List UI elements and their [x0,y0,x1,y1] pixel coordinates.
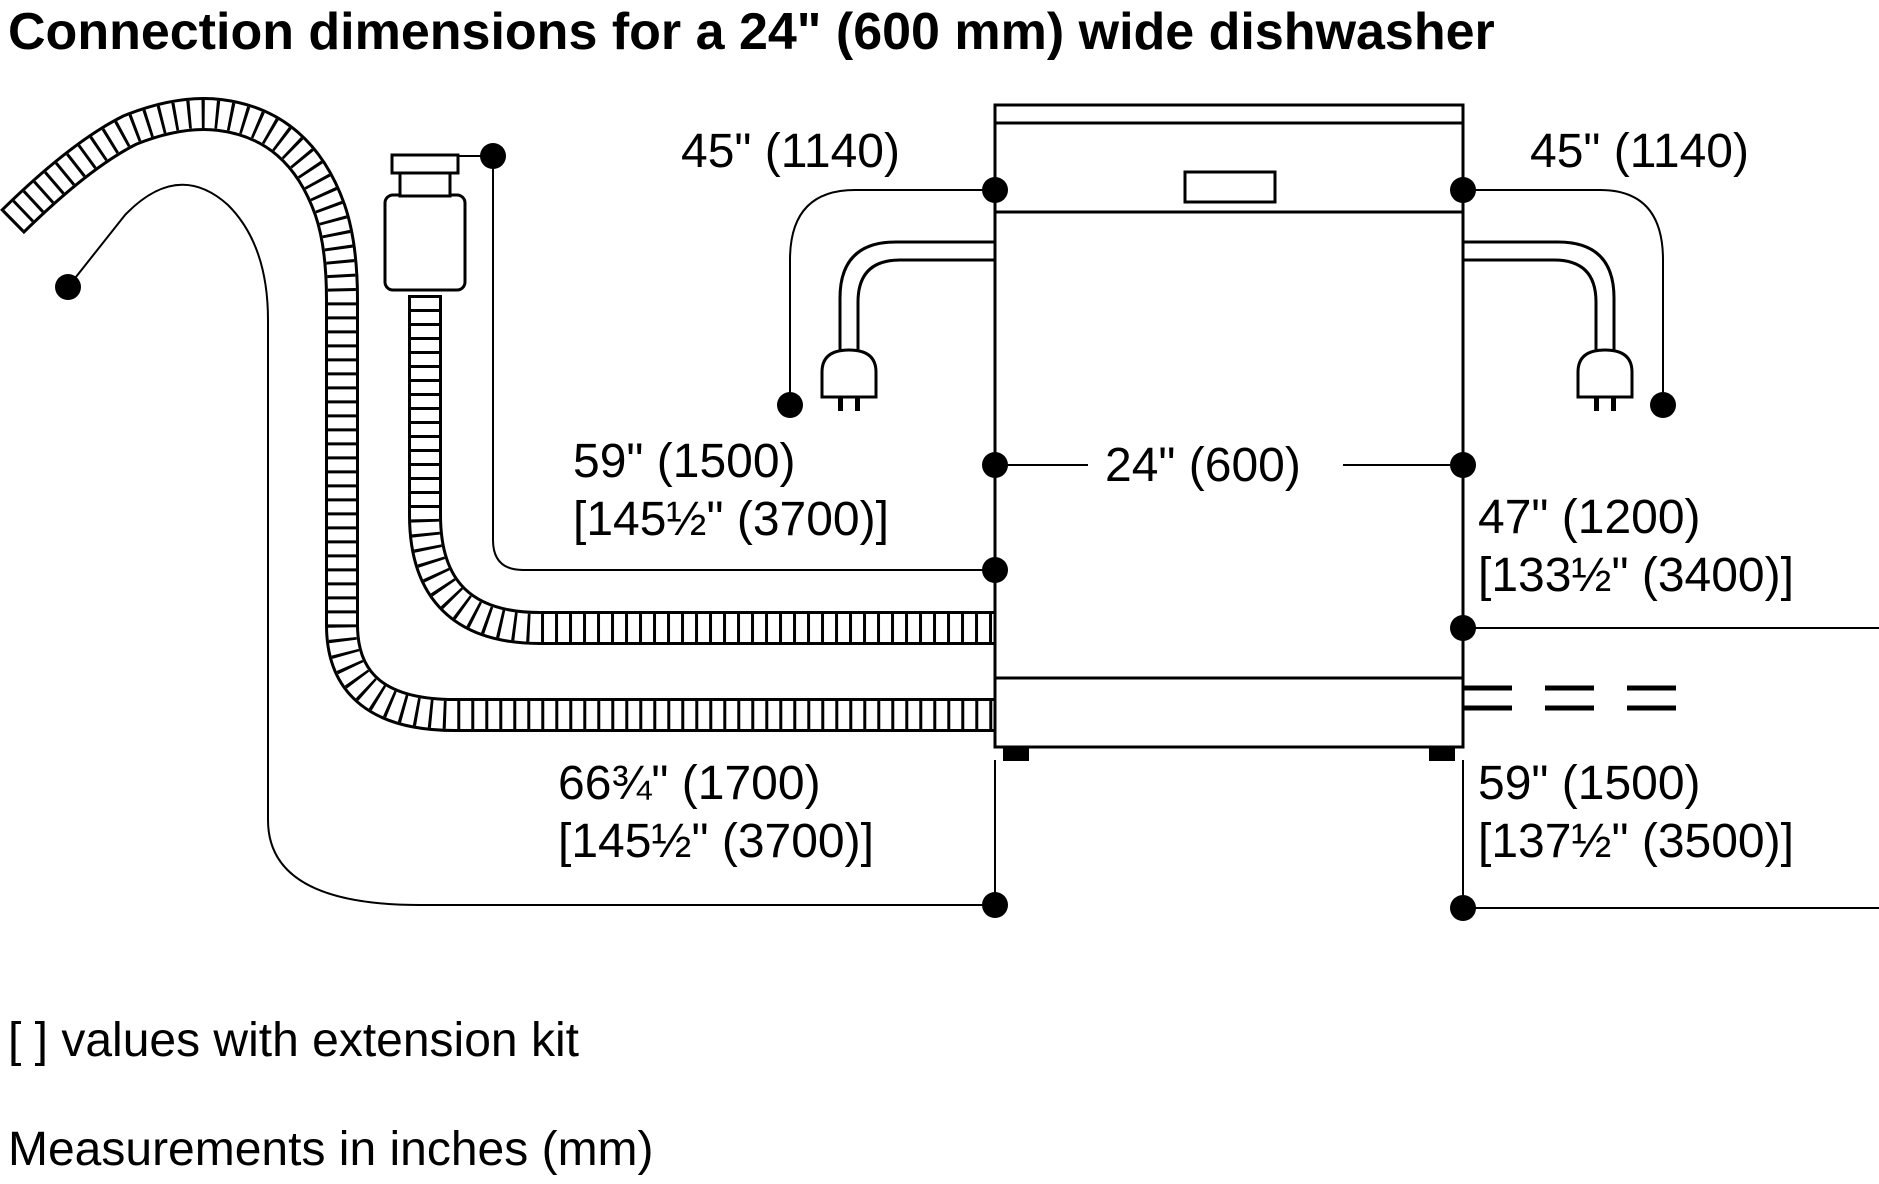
power-cord-right-label: 45" (1140) [1530,125,1749,178]
drain-left-label-line1: 66¾" (1700) [558,757,821,810]
measure-point [777,392,803,418]
plug-right-icon [1576,348,1634,399]
measure-point [982,452,1008,478]
measure-point [480,143,506,169]
measure-point [1450,177,1476,203]
power-cord-left [838,240,995,360]
dishwasher-feet [1003,747,1455,761]
measure-point [1450,615,1476,641]
aquastop-valve [383,153,467,292]
drain-left-guide [67,183,995,906]
power-cord-left-guide [789,189,995,405]
measure-point [1650,392,1676,418]
width-label: 24" (600) [1105,439,1301,492]
measure-point [1450,895,1476,921]
measure-point [55,274,81,300]
control-panel [1183,170,1277,204]
water-supply-label-line2: [145½" (3700)] [573,493,889,546]
water-supply-guide [492,157,995,571]
extension-kit-note: [ ] values with extension kit [8,1014,579,1067]
measure-point [982,557,1008,583]
power-cord-right-guide [1463,189,1664,405]
plug-left-icon [820,348,878,399]
dishwasher [993,103,1465,749]
page-title: Connection dimensions for a 24" (600 mm)… [8,3,1495,61]
measure-point [1450,452,1476,478]
measure-point [982,892,1008,918]
drain-right-label-line2: [133½" (3400)] [1478,549,1794,602]
supply-right-label-line2: [137½" (3500)] [1478,815,1794,868]
supply-right-label-line1: 59" (1500) [1478,757,1701,810]
power-cord-left-label: 45" (1140) [681,125,900,178]
units-note: Measurements in inches (mm) [8,1123,654,1176]
power-cord-right [1463,240,1616,360]
drain-right-label-line1: 47" (1200) [1478,491,1701,544]
drain-left-label-line2: [145½" (3700)] [558,815,874,868]
measure-point [982,177,1008,203]
continuation-break-icon [1463,685,1676,711]
water-supply-label-line1: 59" (1500) [573,435,796,488]
